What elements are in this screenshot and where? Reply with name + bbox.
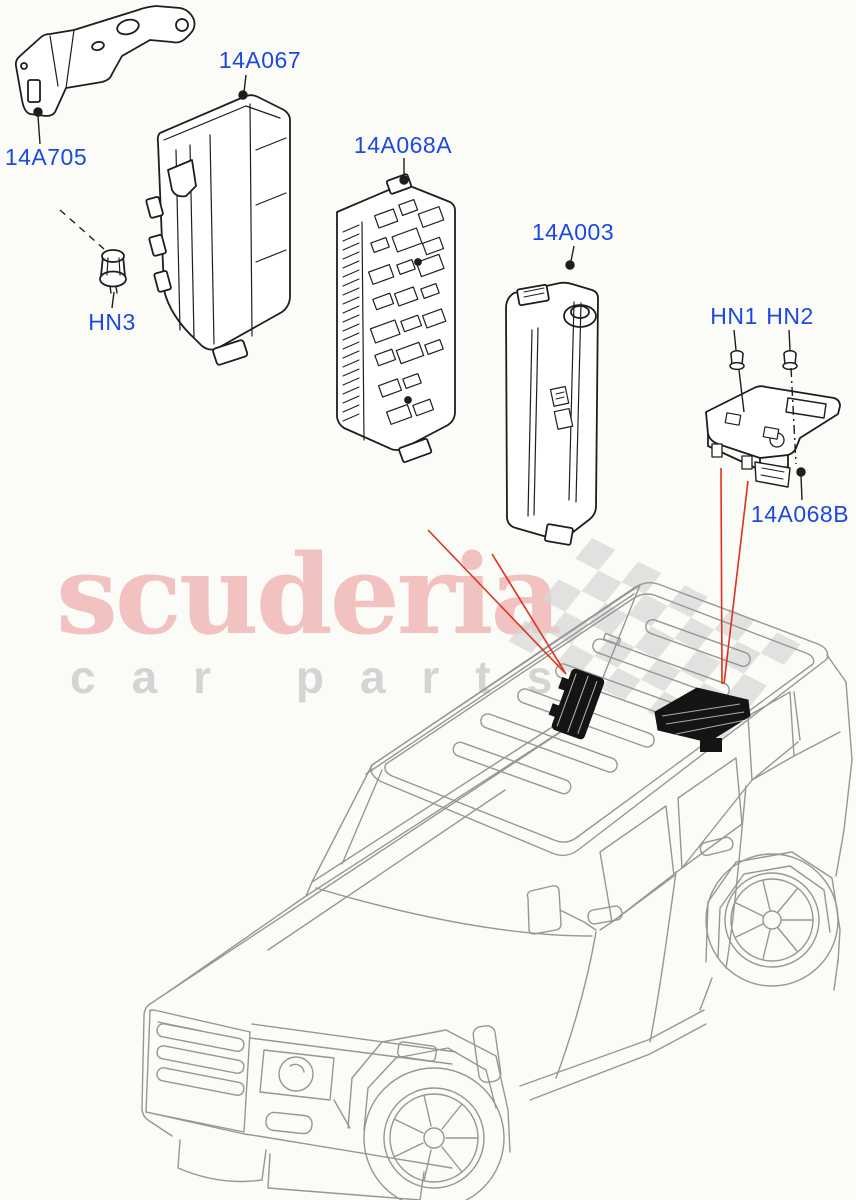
bracket-14a705-drawing <box>14 5 196 117</box>
cover-14a067-drawing <box>145 94 291 366</box>
fusebox-14a068a-drawing <box>336 173 456 463</box>
callout-leader-lines <box>33 74 806 501</box>
roof-module-left <box>548 668 605 740</box>
callout-hn1: HN1 <box>710 303 758 329</box>
callout-14a068b: 14A068B <box>750 501 850 527</box>
rear-wheel <box>705 851 841 987</box>
callout-14a705: 14A705 <box>4 144 88 170</box>
callout-hn3: HN3 <box>88 309 136 335</box>
front-wheel <box>347 1029 511 1200</box>
callout-14a003: 14A003 <box>531 219 615 245</box>
callout-14a067: 14A067 <box>218 47 302 73</box>
watermark-brand: scuderia <box>56 530 562 659</box>
side-mirror <box>526 885 597 935</box>
nut-hn1-drawing <box>729 350 745 371</box>
watermark-tagline: car parts <box>70 651 589 703</box>
module-14a068b-drawing <box>705 385 841 488</box>
callout-14a068a: 14A068A <box>353 132 453 158</box>
front-fascia <box>141 991 457 1200</box>
red-leader-lines <box>427 467 749 685</box>
nut-hn2-drawing <box>782 350 798 371</box>
nut-hn3-drawing <box>99 249 127 294</box>
roof-module-right <box>654 687 751 752</box>
cover-14a003-drawing <box>505 281 599 546</box>
callout-hn2: HN2 <box>766 303 814 329</box>
